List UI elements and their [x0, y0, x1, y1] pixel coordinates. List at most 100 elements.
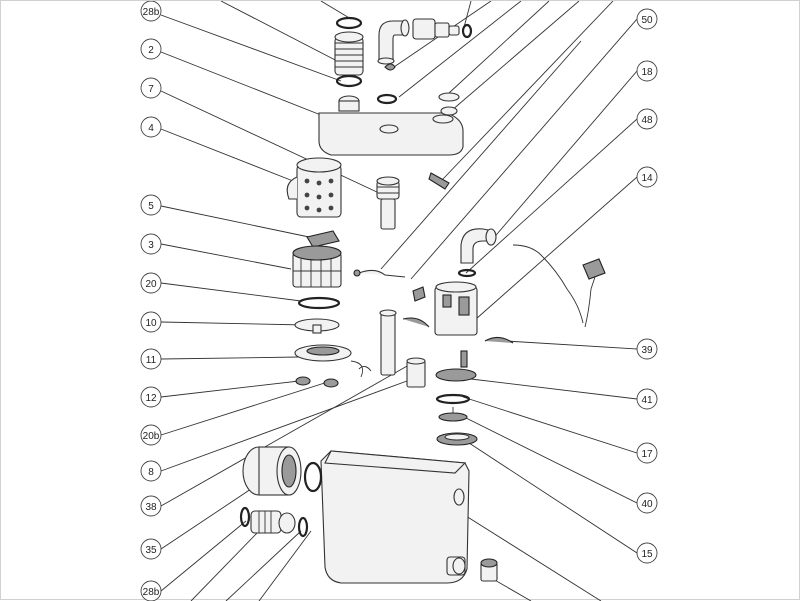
- part-cutter-basket: [292, 245, 342, 288]
- svg-text:7: 7: [148, 84, 154, 95]
- leader-10: [160, 321, 307, 326]
- svg-text:4: 4: [148, 123, 154, 134]
- svg-text:20b: 20b: [143, 431, 160, 442]
- svg-text:50: 50: [641, 15, 653, 26]
- part-bellows-coupling: [334, 31, 364, 76]
- leader-11: [160, 356, 300, 360]
- callout-38: 38: [140, 495, 162, 517]
- leader-4: [160, 128, 294, 182]
- part-gasket-17: [435, 393, 471, 405]
- leader-bottom-a: [190, 530, 260, 601]
- leader-top-e: [398, 1, 522, 98]
- leader-28b-bottom: [160, 520, 247, 592]
- part-switch-housing: [434, 281, 478, 336]
- part-inlet-38: [242, 446, 323, 496]
- svg-text:14: 14: [641, 173, 653, 184]
- leader-40: [455, 412, 638, 504]
- callout-35: 35: [140, 538, 162, 560]
- part-top-clamp: [335, 16, 363, 30]
- part-riser-pipe: [376, 176, 400, 230]
- part-seal-20b: [323, 378, 339, 388]
- svg-text:20: 20: [145, 279, 157, 290]
- part-hose: [353, 269, 406, 278]
- callout-12: 12: [140, 386, 162, 408]
- callout-2: 2: [140, 38, 162, 60]
- callout-39: 39: [636, 338, 658, 360]
- part-elbow-18: [457, 228, 497, 278]
- callout-11: 11: [140, 348, 162, 370]
- svg-text:11: 11: [146, 355, 157, 366]
- callout-10: 10: [140, 311, 162, 333]
- part-diaphragm-40: [438, 407, 468, 422]
- part-impeller-disk: [294, 318, 340, 334]
- part-cap-right: [438, 92, 460, 116]
- callouts-right: 50 18 48 14 39 41 17 40 15: [636, 8, 658, 564]
- leader-17: [462, 396, 638, 454]
- svg-text:40: 40: [641, 499, 653, 510]
- part-clip-39: [484, 336, 514, 344]
- callout-3: 3: [140, 233, 162, 255]
- leader-15: [465, 440, 638, 554]
- part-clamp-28b-top: [335, 74, 363, 88]
- part-tall-pipe: [379, 309, 397, 376]
- svg-text:10: 10: [145, 318, 157, 329]
- leader-bottom-b: [225, 530, 302, 601]
- part-gasket-20: [297, 296, 341, 310]
- leader-39: [505, 340, 638, 350]
- svg-text:12: 12: [145, 393, 157, 404]
- callout-4: 4: [140, 116, 162, 138]
- part-chamber-15: [436, 432, 478, 446]
- leader-top-b: [320, 1, 352, 20]
- leader-50: [410, 18, 638, 280]
- svg-text:5: 5: [148, 201, 154, 212]
- part-outlet-fitting: [480, 558, 498, 582]
- leader-lines: [160, 1, 638, 601]
- part-reducer-stepped: [412, 18, 473, 40]
- leader-18: [490, 70, 638, 242]
- part-motor-cap: [306, 230, 340, 248]
- part-inlet-bellows: [239, 506, 309, 538]
- leader-top-g: [450, 1, 580, 112]
- callout-28b-top: 28b: [140, 1, 162, 22]
- leader-top-f: [448, 1, 550, 94]
- svg-text:2: 2: [148, 45, 154, 56]
- callout-17: 17: [636, 442, 658, 464]
- svg-text:3: 3: [148, 240, 154, 251]
- svg-text:39: 39: [641, 345, 653, 356]
- leader-bottom-d: [465, 515, 602, 601]
- callout-18: 18: [636, 60, 658, 82]
- leader-20b: [160, 380, 332, 436]
- part-lid: [318, 95, 464, 156]
- callout-48: 48: [636, 108, 658, 130]
- part-filter-cage: [286, 157, 342, 218]
- svg-text:17: 17: [641, 449, 653, 460]
- callout-28b-bottom: 28b: [140, 580, 162, 601]
- leader-top-a: [220, 1, 342, 64]
- part-bushing-12: [295, 376, 311, 386]
- leader-8: [160, 380, 408, 472]
- leader-20: [160, 282, 302, 302]
- part-power-cord: [512, 244, 606, 328]
- part-hook: [428, 172, 450, 190]
- svg-text:41: 41: [641, 395, 653, 406]
- part-clip-cord: [358, 366, 372, 372]
- callout-41: 41: [636, 388, 658, 410]
- leader-bottom-e: [492, 578, 532, 601]
- part-float-41: [435, 350, 477, 382]
- leader-bottom-c: [258, 530, 312, 601]
- leader-48: [465, 118, 638, 274]
- svg-text:28b: 28b: [143, 7, 160, 18]
- part-short-pipe: [406, 357, 426, 388]
- svg-text:48: 48: [641, 115, 653, 126]
- part-curved-clip-left: [402, 317, 430, 328]
- callout-8: 8: [140, 460, 162, 482]
- leader-14: [475, 176, 638, 320]
- leader-41: [470, 378, 638, 400]
- leader-12: [160, 380, 300, 398]
- callout-7: 7: [140, 77, 162, 99]
- part-small-clip: [376, 63, 398, 105]
- leader-28b-top: [160, 14, 342, 82]
- svg-text:35: 35: [145, 545, 157, 556]
- svg-text:28b: 28b: [143, 587, 160, 598]
